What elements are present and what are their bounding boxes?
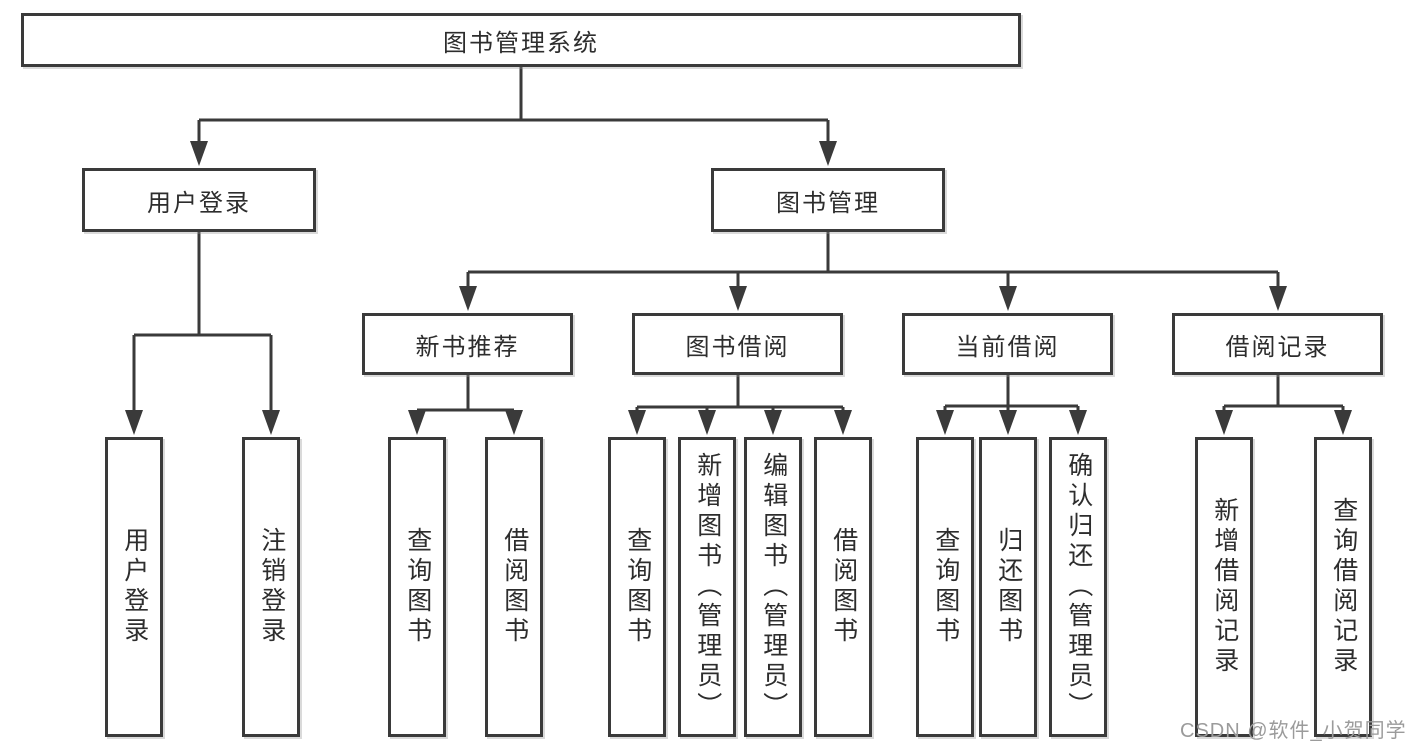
node-new-book-recommend-label: 新书推荐: [415, 333, 520, 361]
leaf-query-books-current-label: 查询图书: [931, 527, 960, 647]
node-library-system-label: 图书管理系统: [443, 29, 599, 57]
leaf-borrow-books-newrec-label: 借阅图书: [500, 527, 529, 647]
leaf-return-books: 归还图书: [979, 437, 1037, 737]
leaf-add-borrow-record: 新增借阅记录: [1195, 437, 1253, 737]
leaf-confirm-return-admin: 确认归还（管理员）: [1049, 437, 1107, 737]
node-book-borrowing: 图书借阅: [632, 313, 843, 375]
node-book-management: 图书管理: [711, 168, 945, 232]
leaf-query-books-newrec-label: 查询图书: [403, 527, 432, 647]
leaf-query-borrow-record-label: 查询借阅记录: [1329, 497, 1358, 677]
leaf-edit-books-admin: 编辑图书（管理员）: [744, 437, 802, 737]
leaf-user-login: 用户登录: [105, 437, 163, 737]
node-user-login: 用户登录: [82, 168, 316, 232]
leaf-borrow-books-newrec: 借阅图书: [485, 437, 543, 737]
leaf-confirm-return-admin-label: 确认归还（管理员）: [1064, 452, 1093, 722]
leaf-borrow-books-label: 借阅图书: [829, 527, 858, 647]
leaf-query-books-current: 查询图书: [916, 437, 974, 737]
node-new-book-recommend: 新书推荐: [362, 313, 573, 375]
node-borrowing-records: 借阅记录: [1172, 313, 1383, 375]
node-current-borrowing-label: 当前借阅: [955, 333, 1060, 361]
leaf-borrow-books: 借阅图书: [814, 437, 872, 737]
node-book-borrowing-label: 图书借阅: [685, 333, 790, 361]
leaf-edit-books-admin-label: 编辑图书（管理员）: [759, 452, 788, 722]
leaf-query-borrow-record: 查询借阅记录: [1314, 437, 1372, 737]
node-current-borrowing: 当前借阅: [902, 313, 1113, 375]
leaf-add-books-admin: 新增图书（管理员）: [678, 437, 736, 737]
leaf-query-books-borrow-label: 查询图书: [623, 527, 652, 647]
leaf-add-books-admin-label: 新增图书（管理员）: [693, 452, 722, 722]
leaf-query-books-borrow: 查询图书: [608, 437, 666, 737]
watermark: CSDN @软件_小贺同学: [1180, 720, 1405, 742]
leaf-query-books-newrec: 查询图书: [388, 437, 446, 737]
node-library-system: 图书管理系统: [21, 13, 1021, 67]
node-book-management-label: 图书管理: [776, 189, 880, 217]
node-borrowing-records-label: 借阅记录: [1225, 333, 1330, 361]
leaf-logout: 注销登录: [242, 437, 300, 737]
node-user-login-label: 用户登录: [147, 189, 251, 217]
leaf-logout-label: 注销登录: [257, 527, 286, 647]
leaf-user-login-label: 用户登录: [120, 527, 149, 647]
leaf-return-books-label: 归还图书: [994, 527, 1023, 647]
leaf-add-borrow-record-label: 新增借阅记录: [1210, 497, 1239, 677]
